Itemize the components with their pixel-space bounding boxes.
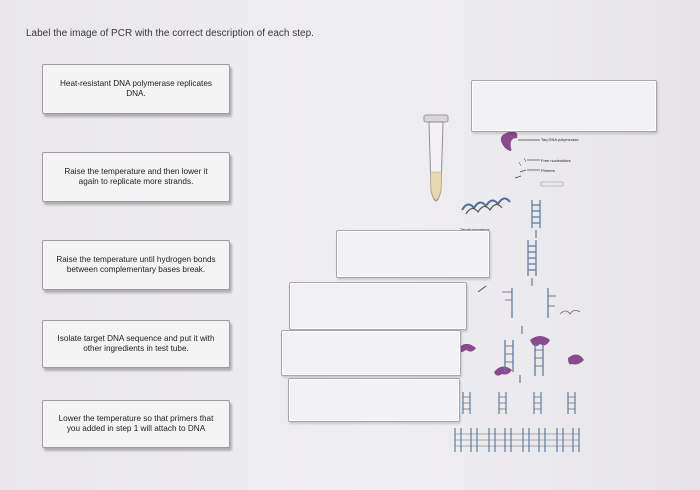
primer-icons: [514, 169, 527, 179]
nucleotide-icons: [518, 157, 527, 167]
answer-card-denature[interactable]: Raise the temperature until hydrogen bon…: [42, 240, 230, 290]
drop-zone-5[interactable]: [288, 378, 460, 422]
free-nucleotides-label: Free nucleotides: [541, 158, 571, 163]
answer-card-anneal[interactable]: Lower the temperature so that primers th…: [42, 400, 230, 448]
test-tube-icon: [423, 114, 449, 202]
primers-label: Primers: [541, 168, 555, 173]
taq-polymerase-label: Taq DNA polymerase: [541, 137, 579, 142]
drop-zone-1[interactable]: [471, 80, 657, 132]
card-text: Raise the temperature and then lower it …: [64, 166, 208, 186]
card-text: Heat-resistant DNA polymerase replicates…: [60, 78, 212, 98]
card-text: Isolate target DNA sequence and put it w…: [57, 333, 215, 353]
drop-zone-3[interactable]: [289, 282, 467, 330]
dna-ladder-icon: [531, 200, 541, 228]
card-text: Lower the temperature so that primers th…: [58, 413, 214, 433]
drop-zone-2[interactable]: [336, 230, 490, 278]
answer-card-polymerase[interactable]: Heat-resistant DNA polymerase replicates…: [42, 64, 230, 114]
target-dna-icon: [461, 197, 511, 211]
answer-card-raise-lower[interactable]: Raise the temperature and then lower it …: [42, 152, 230, 202]
answer-card-isolate[interactable]: Isolate target DNA sequence and put it w…: [42, 320, 230, 368]
drop-zone-4[interactable]: [281, 330, 461, 376]
polymerase-icon: [500, 131, 518, 151]
instruction-text: Label the image of PCR with the correct …: [26, 28, 314, 39]
card-text: Raise the temperature until hydrogen bon…: [56, 254, 216, 274]
target-sequence-label: Target sequence: [460, 227, 490, 232]
